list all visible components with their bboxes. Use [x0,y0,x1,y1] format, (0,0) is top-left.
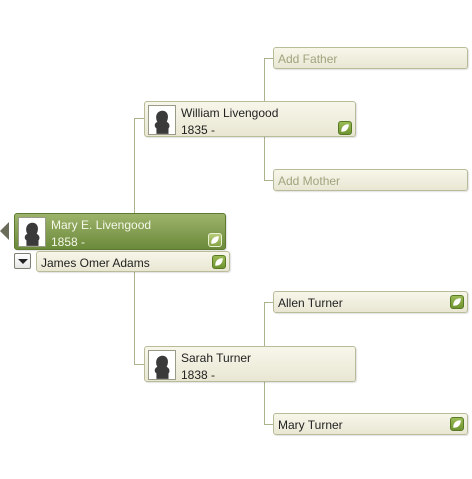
maternal-grandfather-name: Allen Turner [278,296,343,310]
spouse-name: James Omer Adams [41,256,150,270]
root-person-name: Mary E. Livengood [51,218,152,232]
connector-line [134,272,135,364]
maternal-grandmother-card[interactable]: Mary Turner [273,413,468,435]
connector-line [264,382,265,424]
spouse-menu-button[interactable] [14,253,31,269]
add-father-card[interactable]: Add Father [273,47,468,69]
leaf-hint-icon[interactable] [212,255,226,269]
father-name: William Livengood [181,106,279,120]
silhouette-icon [148,350,176,380]
back-arrow-icon[interactable] [0,222,9,240]
connector-line [134,118,144,119]
add-mother-card[interactable]: Add Mother [273,169,468,191]
connector-line [134,118,135,214]
add-mother-label: Add Mother [278,174,341,188]
connector-line [264,302,265,346]
leaf-hint-icon[interactable] [450,295,464,309]
father-dates: 1835 - [181,123,216,137]
leaf-hint-icon[interactable] [338,121,352,135]
mother-name: Sarah Turner [181,351,252,365]
add-father-label: Add Father [278,52,338,66]
connector-line [264,58,274,59]
silhouette-icon [148,105,176,135]
root-person-card[interactable]: Mary E. Livengood 1858 - [14,213,226,250]
connector-line [264,58,265,102]
root-person-dates: 1858 - [51,235,86,249]
connector-line [264,136,265,180]
connector-line [134,364,144,365]
mother-dates: 1838 - [181,368,216,382]
silhouette-icon [18,217,46,247]
maternal-grandmother-name: Mary Turner [278,418,343,432]
connector-line [264,180,274,181]
maternal-grandfather-card[interactable]: Allen Turner [273,291,468,313]
spouse-card[interactable]: James Omer Adams [36,251,230,272]
father-card[interactable]: William Livengood 1835 - [144,101,356,137]
chevron-down-icon [18,259,28,264]
connector-line [264,424,274,425]
leaf-hint-icon[interactable] [208,233,222,247]
leaf-hint-icon[interactable] [450,417,464,431]
connector-line [264,302,274,303]
mother-card[interactable]: Sarah Turner 1838 - [144,346,356,382]
